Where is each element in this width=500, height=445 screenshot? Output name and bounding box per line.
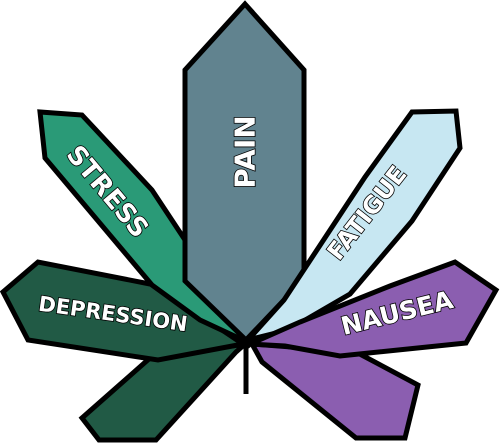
label-pain: PAIN: [229, 115, 262, 188]
blade-lower-right: [247, 341, 421, 441]
blade-nausea: [239, 259, 500, 359]
